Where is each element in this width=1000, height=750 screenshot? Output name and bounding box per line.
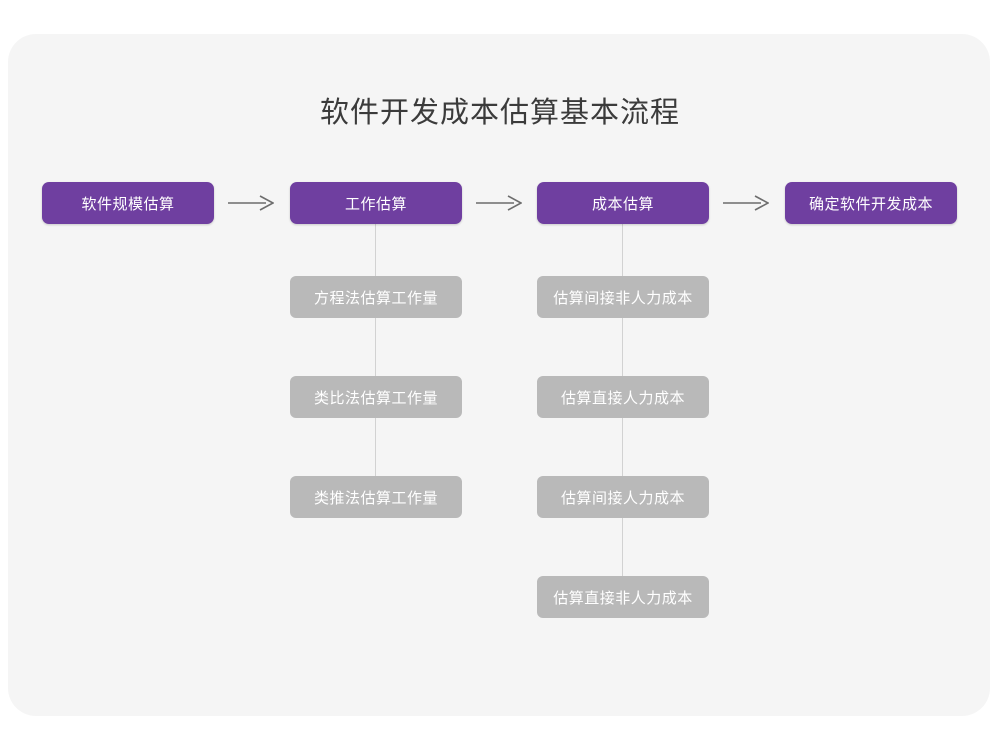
node-label: 类推法估算工作量 [313, 489, 438, 507]
node-indirect-labor-cost[interactable]: 估算间接人力成本 [537, 476, 709, 518]
node-direct-nonlabor-cost[interactable]: 估算直接非人力成本 [537, 576, 709, 618]
node-label: 工作估算 [344, 195, 407, 213]
node-software-scale-estimation[interactable]: 软件规模估算 [42, 182, 214, 224]
node-direct-labor-cost[interactable]: 估算直接人力成本 [537, 376, 709, 418]
node-label: 方程法估算工作量 [313, 289, 438, 307]
arrow-right-icon-2 [476, 195, 522, 211]
node-label: 估算间接非人力成本 [553, 289, 693, 307]
node-label: 估算直接人力成本 [560, 389, 685, 407]
node-cost-estimation[interactable]: 成本估算 [537, 182, 709, 224]
arrow-right-icon-3 [723, 195, 769, 211]
connector-line-work [375, 218, 376, 476]
arrow-right-icon-1 [228, 195, 274, 211]
node-work-estimation[interactable]: 工作估算 [290, 182, 462, 224]
node-equation-method-effort[interactable]: 方程法估算工作量 [290, 276, 462, 318]
node-label: 软件规模估算 [81, 195, 175, 213]
node-label: 确定软件开发成本 [808, 195, 933, 213]
page-card [8, 34, 990, 716]
node-indirect-nonlabor-cost[interactable]: 估算间接非人力成本 [537, 276, 709, 318]
node-label: 估算间接人力成本 [560, 489, 685, 507]
node-label: 类比法估算工作量 [313, 389, 438, 407]
node-label: 估算直接非人力成本 [553, 589, 693, 607]
node-analogy-method-effort[interactable]: 类比法估算工作量 [290, 376, 462, 418]
node-inference-method-effort[interactable]: 类推法估算工作量 [290, 476, 462, 518]
page-title: 软件开发成本估算基本流程 [319, 97, 680, 129]
node-determine-development-cost[interactable]: 确定软件开发成本 [785, 182, 957, 224]
node-label: 成本估算 [591, 195, 654, 213]
